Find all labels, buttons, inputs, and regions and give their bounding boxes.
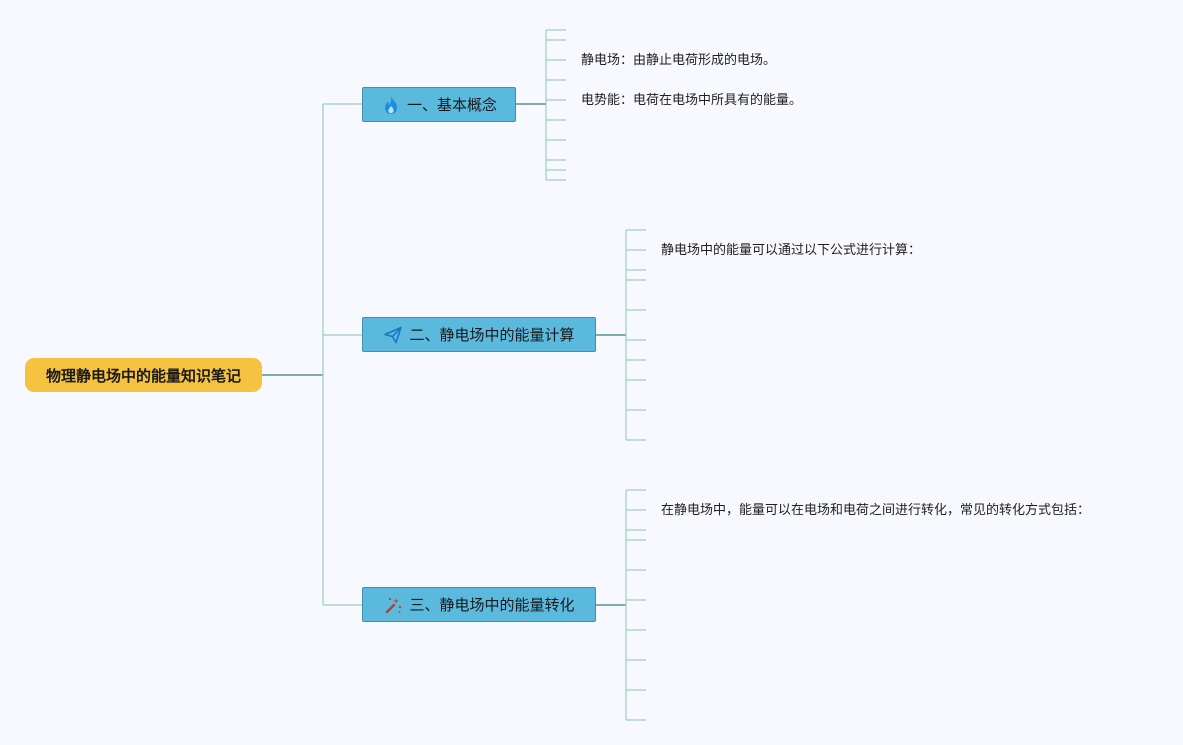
branch-energy-calculation-label: 二、静电场中的能量计算	[409, 326, 575, 344]
branch-energy-conversion-label: 三、静电场中的能量转化	[409, 596, 575, 614]
branch-energy-conversion[interactable]: 三、静电场中的能量转化	[362, 587, 596, 622]
branch-basic-concepts[interactable]: 一、基本概念	[362, 87, 516, 122]
paper-plane-icon	[383, 325, 403, 345]
leaf-potential-energy[interactable]: 电势能：电荷在电场中所具有的能量。	[581, 93, 803, 108]
branch-basic-concepts-label: 一、基本概念	[406, 96, 497, 114]
leaf-electrostatic-field[interactable]: 静电场：由静止电荷形成的电场。	[581, 53, 777, 68]
root-topic-label: 物理静电场中的能量知识笔记	[45, 366, 241, 385]
leaf-conversion-methods[interactable]: 在静电场中，能量可以在电场和电荷之间进行转化，常见的转化方式包括：	[661, 503, 1091, 518]
fire-icon	[381, 95, 401, 115]
magic-wand-icon	[383, 595, 403, 615]
root-topic[interactable]: 物理静电场中的能量知识笔记	[25, 358, 262, 392]
leaf-calculation-formula[interactable]: 静电场中的能量可以通过以下公式进行计算：	[661, 243, 922, 258]
branch-energy-calculation[interactable]: 二、静电场中的能量计算	[362, 317, 596, 352]
